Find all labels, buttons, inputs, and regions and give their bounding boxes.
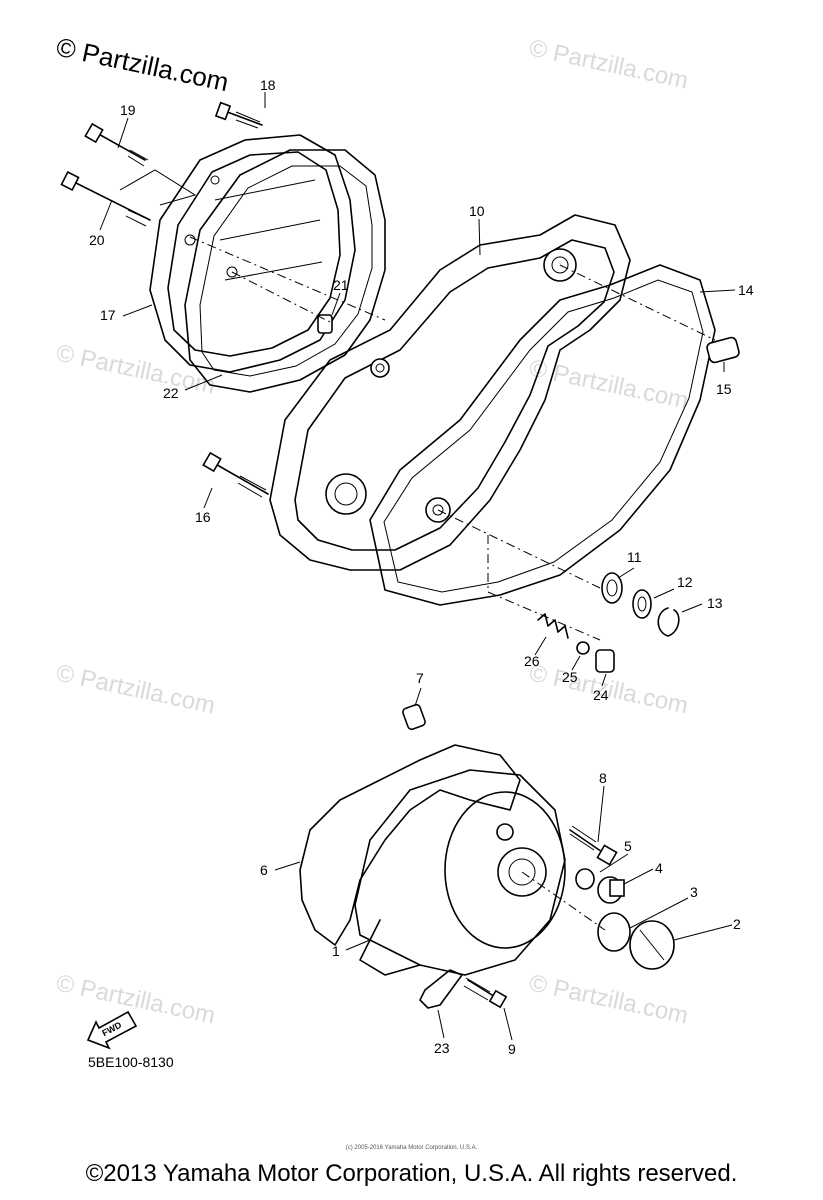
fwd-arrow-icon: FWD <box>86 1010 138 1050</box>
callout-26: 26 <box>524 653 540 669</box>
small-parts <box>60 101 740 1009</box>
watermark: © Partzilla.com <box>527 34 691 94</box>
callout-8: 8 <box>599 770 607 786</box>
assembly-lines <box>119 169 716 931</box>
callout-17: 17 <box>100 307 116 323</box>
watermark: © Partzilla.com <box>527 354 691 414</box>
callout-24: 24 <box>593 687 609 703</box>
callout-11: 11 <box>627 549 642 565</box>
leader-lines <box>99 92 736 1041</box>
callout-16: 16 <box>195 509 211 525</box>
small-print: (c) 2005-2016 Yamaha Motor Corporation, … <box>345 1145 478 1151</box>
callout-20: 20 <box>89 232 105 248</box>
callout-15: 15 <box>716 381 732 397</box>
callout-25: 25 <box>562 669 578 685</box>
crankcase-cover-10 <box>269 214 631 571</box>
callout-22: 22 <box>163 385 179 401</box>
watermark: © Partzilla.com <box>54 969 218 1029</box>
gasket-6 <box>299 744 521 946</box>
callout-12: 12 <box>677 574 693 590</box>
callout-4: 4 <box>655 860 663 876</box>
callout-9: 9 <box>508 1041 516 1057</box>
callout-1: 1 <box>332 943 340 959</box>
callout-7: 7 <box>416 670 424 686</box>
callout-6: 6 <box>260 862 268 878</box>
callout-21: 21 <box>333 277 349 293</box>
watermark: © Partzilla.com <box>54 659 218 719</box>
watermark: © Partzilla.com <box>527 969 691 1029</box>
callout-23: 23 <box>434 1040 450 1056</box>
watermark-top-left: © Partzilla.com <box>54 32 232 98</box>
callouts: 18 19 20 21 17 22 10 14 15 16 11 12 13 2… <box>89 77 754 1057</box>
copyright-footer: ©2013 Yamaha Motor Corporation, U.S.A. A… <box>85 1160 738 1187</box>
callout-10: 10 <box>469 203 485 219</box>
callout-5: 5 <box>624 838 632 854</box>
magneto-cover-1 <box>354 769 566 976</box>
callout-13: 13 <box>707 595 723 611</box>
callout-18: 18 <box>260 77 276 93</box>
gasket-22 <box>184 149 386 393</box>
callout-3: 3 <box>690 884 698 900</box>
diagram-code: 5BE100-8130 <box>88 1054 174 1070</box>
gasket-14 <box>369 264 716 606</box>
callout-2: 2 <box>733 916 741 932</box>
clutch-cover-17 <box>149 134 356 373</box>
callout-19: 19 <box>120 102 136 118</box>
callout-14: 14 <box>738 282 754 298</box>
